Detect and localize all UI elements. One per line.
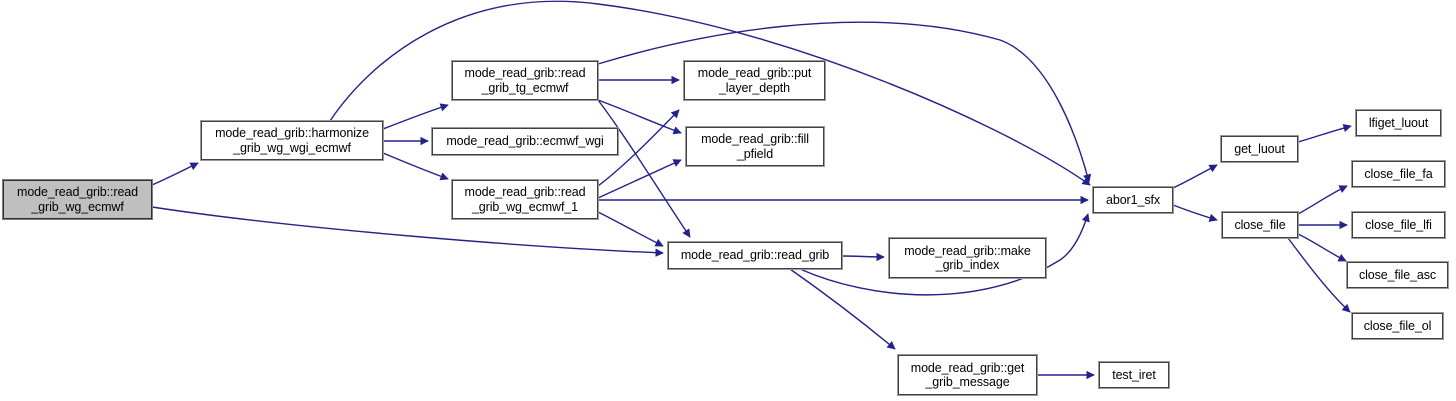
edge-close_file-to-close_file_asc bbox=[1297, 233, 1347, 262]
node-label-read_grib_wg_ecmwf_1: mode_read_grib::read _grib_wg_ecmwf_1 bbox=[464, 185, 586, 214]
edge-read_grib-to-get_grib_message bbox=[789, 268, 896, 350]
node-make_grib_index[interactable]: mode_read_grib::make _grib_index bbox=[888, 237, 1047, 279]
node-label-read_grib_tg_ecmwf: mode_read_grib::read _grib_tg_ecmwf bbox=[464, 66, 586, 95]
node-label-lfiget_luout: lfiget_luout bbox=[1368, 115, 1429, 130]
node-label-close_file_asc: close_file_asc bbox=[1358, 267, 1437, 282]
node-label-close_file_ol: close_file_ol bbox=[1363, 318, 1432, 333]
node-close_file_fa[interactable]: close_file_fa bbox=[1351, 160, 1446, 188]
node-label-get_grib_message: mode_read_grib::get _grib_message bbox=[910, 360, 1025, 390]
node-get_luout[interactable]: get_luout bbox=[1220, 135, 1299, 163]
edge-harmonize_grib_wg_wgi_ecmwf-to-read_grib_tg_ecmwf bbox=[382, 103, 449, 130]
edge-read_grib-to-make_grib_index bbox=[841, 252, 885, 262]
node-abor1_sfx[interactable]: abor1_sfx bbox=[1092, 186, 1174, 214]
node-close_file_asc[interactable]: close_file_asc bbox=[1346, 261, 1449, 289]
node-label-harmonize_grib_wg_wgi_ecmwf: mode_read_grib::harmonize _grib_wg_wgi_e… bbox=[215, 126, 369, 155]
node-label-abor1_sfx: abor1_sfx bbox=[1106, 192, 1160, 207]
edge-read_grib_wg_ecmwf-to-harmonize_grib_wg_wgi_ecmwf bbox=[151, 162, 199, 186]
node-label-close_file_lfi: close_file_lfi bbox=[1365, 217, 1432, 232]
node-test_iret[interactable]: test_iret bbox=[1098, 361, 1170, 389]
node-label-fill_pfield: mode_read_grib::fill _pfield bbox=[701, 132, 809, 161]
node-label-make_grib_index: mode_read_grib::make _grib_index bbox=[904, 243, 1031, 273]
node-close_file_lfi[interactable]: close_file_lfi bbox=[1351, 211, 1446, 239]
edge-abor1_sfx-to-close_file bbox=[1172, 204, 1218, 222]
node-label-close_file: close_file bbox=[1234, 217, 1286, 232]
node-read_grib_wg_ecmwf_1[interactable]: mode_read_grib::read _grib_wg_ecmwf_1 bbox=[451, 179, 599, 220]
node-read_grib[interactable]: mode_read_grib::read_grib bbox=[667, 241, 843, 270]
node-close_file_ol[interactable]: close_file_ol bbox=[1351, 312, 1444, 340]
node-label-test_iret: test_iret bbox=[1112, 367, 1156, 382]
node-label-put_layer_depth: mode_read_grib::put _layer_depth bbox=[697, 66, 812, 95]
edge-close_file-to-close_file_fa bbox=[1297, 185, 1348, 215]
edge-read_grib_tg_ecmwf-to-read_grib bbox=[597, 99, 691, 238]
node-lfiget_luout[interactable]: lfiget_luout bbox=[1355, 109, 1442, 137]
edge-abor1_sfx-to-get_luout bbox=[1172, 164, 1218, 189]
node-label-read_grib_wg_ecmwf: mode_read_grib::read _grib_wg_ecmwf bbox=[17, 185, 138, 214]
edge-read_grib_wg_ecmwf_1-to-read_grib bbox=[597, 211, 664, 247]
edge-read_grib_tg_ecmwf-to-abor1_sfx bbox=[597, 21, 1092, 183]
node-read_grib_wg_ecmwf[interactable]: mode_read_grib::read _grib_wg_ecmwf bbox=[2, 179, 153, 220]
edge-close_file-to-close_file_ol bbox=[1287, 237, 1351, 313]
node-read_grib_tg_ecmwf[interactable]: mode_read_grib::read _grib_tg_ecmwf bbox=[451, 60, 599, 101]
node-label-close_file_fa: close_file_fa bbox=[1364, 166, 1433, 181]
node-label-ecmwf_wgi: mode_read_grib::ecmwf_wgi bbox=[446, 134, 604, 149]
node-close_file[interactable]: close_file bbox=[1221, 211, 1299, 239]
node-harmonize_grib_wg_wgi_ecmwf[interactable]: mode_read_grib::harmonize _grib_wg_wgi_e… bbox=[200, 120, 384, 161]
edge-get_luout-to-lfiget_luout bbox=[1297, 123, 1352, 143]
node-fill_pfield[interactable]: mode_read_grib::fill _pfield bbox=[685, 126, 825, 167]
node-ecmwf_wgi[interactable]: mode_read_grib::ecmwf_wgi bbox=[431, 127, 619, 156]
node-put_layer_depth[interactable]: mode_read_grib::put _layer_depth bbox=[683, 60, 826, 101]
edge-harmonize_grib_wg_wgi_ecmwf-to-read_grib_wg_ecmwf_1 bbox=[382, 152, 449, 181]
node-label-get_luout: get_luout bbox=[1234, 141, 1285, 156]
node-get_grib_message[interactable]: mode_read_grib::get _grib_message bbox=[897, 354, 1038, 396]
edge-read_grib_wg_ecmwf_1-to-fill_pfield bbox=[597, 159, 682, 199]
node-label-read_grib: mode_read_grib::read_grib bbox=[680, 248, 830, 263]
